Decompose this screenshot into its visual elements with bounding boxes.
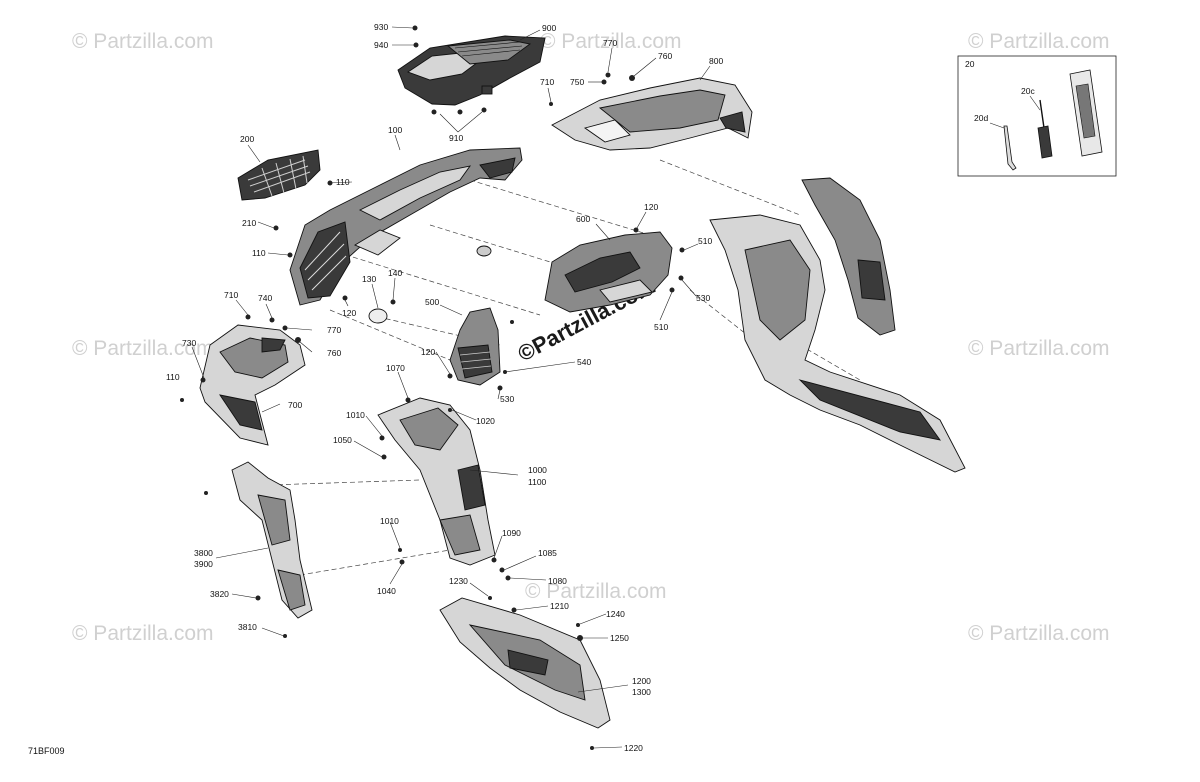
callout-750: 750 — [570, 77, 584, 87]
callout-3800: 3800 — [194, 548, 213, 558]
watermark: © Partzilla.com — [72, 337, 214, 360]
callout-530: 530 — [696, 293, 710, 303]
callout-1020: 1020 — [476, 416, 495, 426]
callout-140: 140 — [388, 268, 402, 278]
watermark: © Partzilla.com — [72, 622, 214, 645]
part-1200-rocker-panel — [439, 597, 611, 729]
assembly-guide-lines — [269, 159, 861, 576]
callout-600: 600 — [576, 214, 590, 224]
part-900-console-cover — [397, 35, 546, 106]
part-200-grille — [237, 149, 321, 201]
callout-120: 120 — [421, 347, 435, 357]
part-500-bracket — [449, 307, 501, 386]
callout-530: 530 — [500, 394, 514, 404]
watermark: © Partzilla.com — [72, 30, 214, 53]
part-100-dash-frame — [289, 147, 523, 306]
callout-1080: 1080 — [548, 576, 567, 586]
kit-label-20c: 20c — [1021, 86, 1035, 96]
callout-1240: 1240 — [606, 609, 625, 619]
callout-100: 100 — [388, 125, 402, 135]
tool-kit-box: 20 20c 20d — [957, 55, 1117, 177]
callout-510: 510 — [654, 322, 668, 332]
callout-770: 770 — [603, 38, 617, 48]
callout-1210: 1210 — [550, 601, 569, 611]
callout-200: 200 — [240, 134, 254, 144]
kit-label-20d: 20d — [974, 113, 988, 123]
callout-1000: 1000 — [528, 465, 547, 475]
watermark: © Partzilla.com — [968, 622, 1110, 645]
callout-110: 110 — [166, 372, 180, 382]
part-1000-side-panel — [377, 397, 496, 566]
callout-120: 120 — [342, 308, 356, 318]
callout-910: 910 — [449, 133, 463, 143]
callout-700: 700 — [288, 400, 302, 410]
callout-800: 800 — [709, 56, 723, 66]
callout-110: 110 — [252, 248, 266, 258]
callout-1200: 1200 — [632, 676, 651, 686]
callout-120: 120 — [644, 202, 658, 212]
callout-770: 770 — [327, 325, 341, 335]
callout-1010: 1010 — [380, 516, 399, 526]
callout-1010: 1010 — [346, 410, 365, 420]
callout-1070: 1070 — [386, 363, 405, 373]
watermark: © Partzilla.com — [525, 580, 667, 603]
callout-130: 130 — [362, 274, 376, 284]
callout-1050: 1050 — [333, 435, 352, 445]
callout-760: 760 — [327, 348, 341, 358]
watermark: © Partzilla.com — [968, 337, 1110, 360]
callout-1040: 1040 — [377, 586, 396, 596]
part-3800-corner-panel — [231, 461, 313, 619]
part-700-lower-panel — [199, 324, 306, 446]
part-130-plug — [368, 245, 492, 324]
callout-710: 710 — [224, 290, 238, 300]
allen-key-icon — [1003, 125, 1017, 171]
callout-510: 510 — [698, 236, 712, 246]
watermark: © Partzilla.com — [968, 30, 1110, 53]
callout-1220: 1220 — [624, 743, 643, 753]
tool-case-icon — [1069, 69, 1103, 157]
part-600-center-bracket — [544, 231, 673, 313]
callout-540: 540 — [577, 357, 591, 367]
callout-500: 500 — [425, 297, 439, 307]
callout-740: 740 — [258, 293, 272, 303]
callout-940: 940 — [374, 40, 388, 50]
kit-label-20: 20 — [965, 59, 975, 69]
callout-labels: 930 940 900 910 770 760 750 710 800 200 … — [166, 22, 723, 753]
callout-1300: 1300 — [632, 687, 651, 697]
callout-1100: 1100 — [528, 477, 547, 487]
part-right-side-frame — [709, 177, 966, 473]
callout-3820: 3820 — [210, 589, 229, 599]
callout-1230: 1230 — [449, 576, 468, 586]
callout-210: 210 — [242, 218, 256, 228]
screwdriver-icon — [1037, 99, 1053, 159]
fasteners — [180, 25, 685, 750]
callout-1090: 1090 — [502, 528, 521, 538]
callout-3900: 3900 — [194, 559, 213, 569]
callout-730: 730 — [182, 338, 196, 348]
callout-1085: 1085 — [538, 548, 557, 558]
callout-710: 710 — [540, 77, 554, 87]
callout-760: 760 — [658, 51, 672, 61]
callout-1250: 1250 — [610, 633, 629, 643]
callout-900: 900 — [542, 23, 556, 33]
callout-930: 930 — [374, 22, 388, 32]
callout-110: 110 — [336, 177, 350, 187]
watermark: © Partzilla.com — [540, 30, 682, 53]
callout-3810: 3810 — [238, 622, 257, 632]
figure-code: 71BF009 — [28, 746, 65, 756]
leader-lines — [191, 26, 711, 749]
part-800-fender-panel — [551, 77, 753, 151]
